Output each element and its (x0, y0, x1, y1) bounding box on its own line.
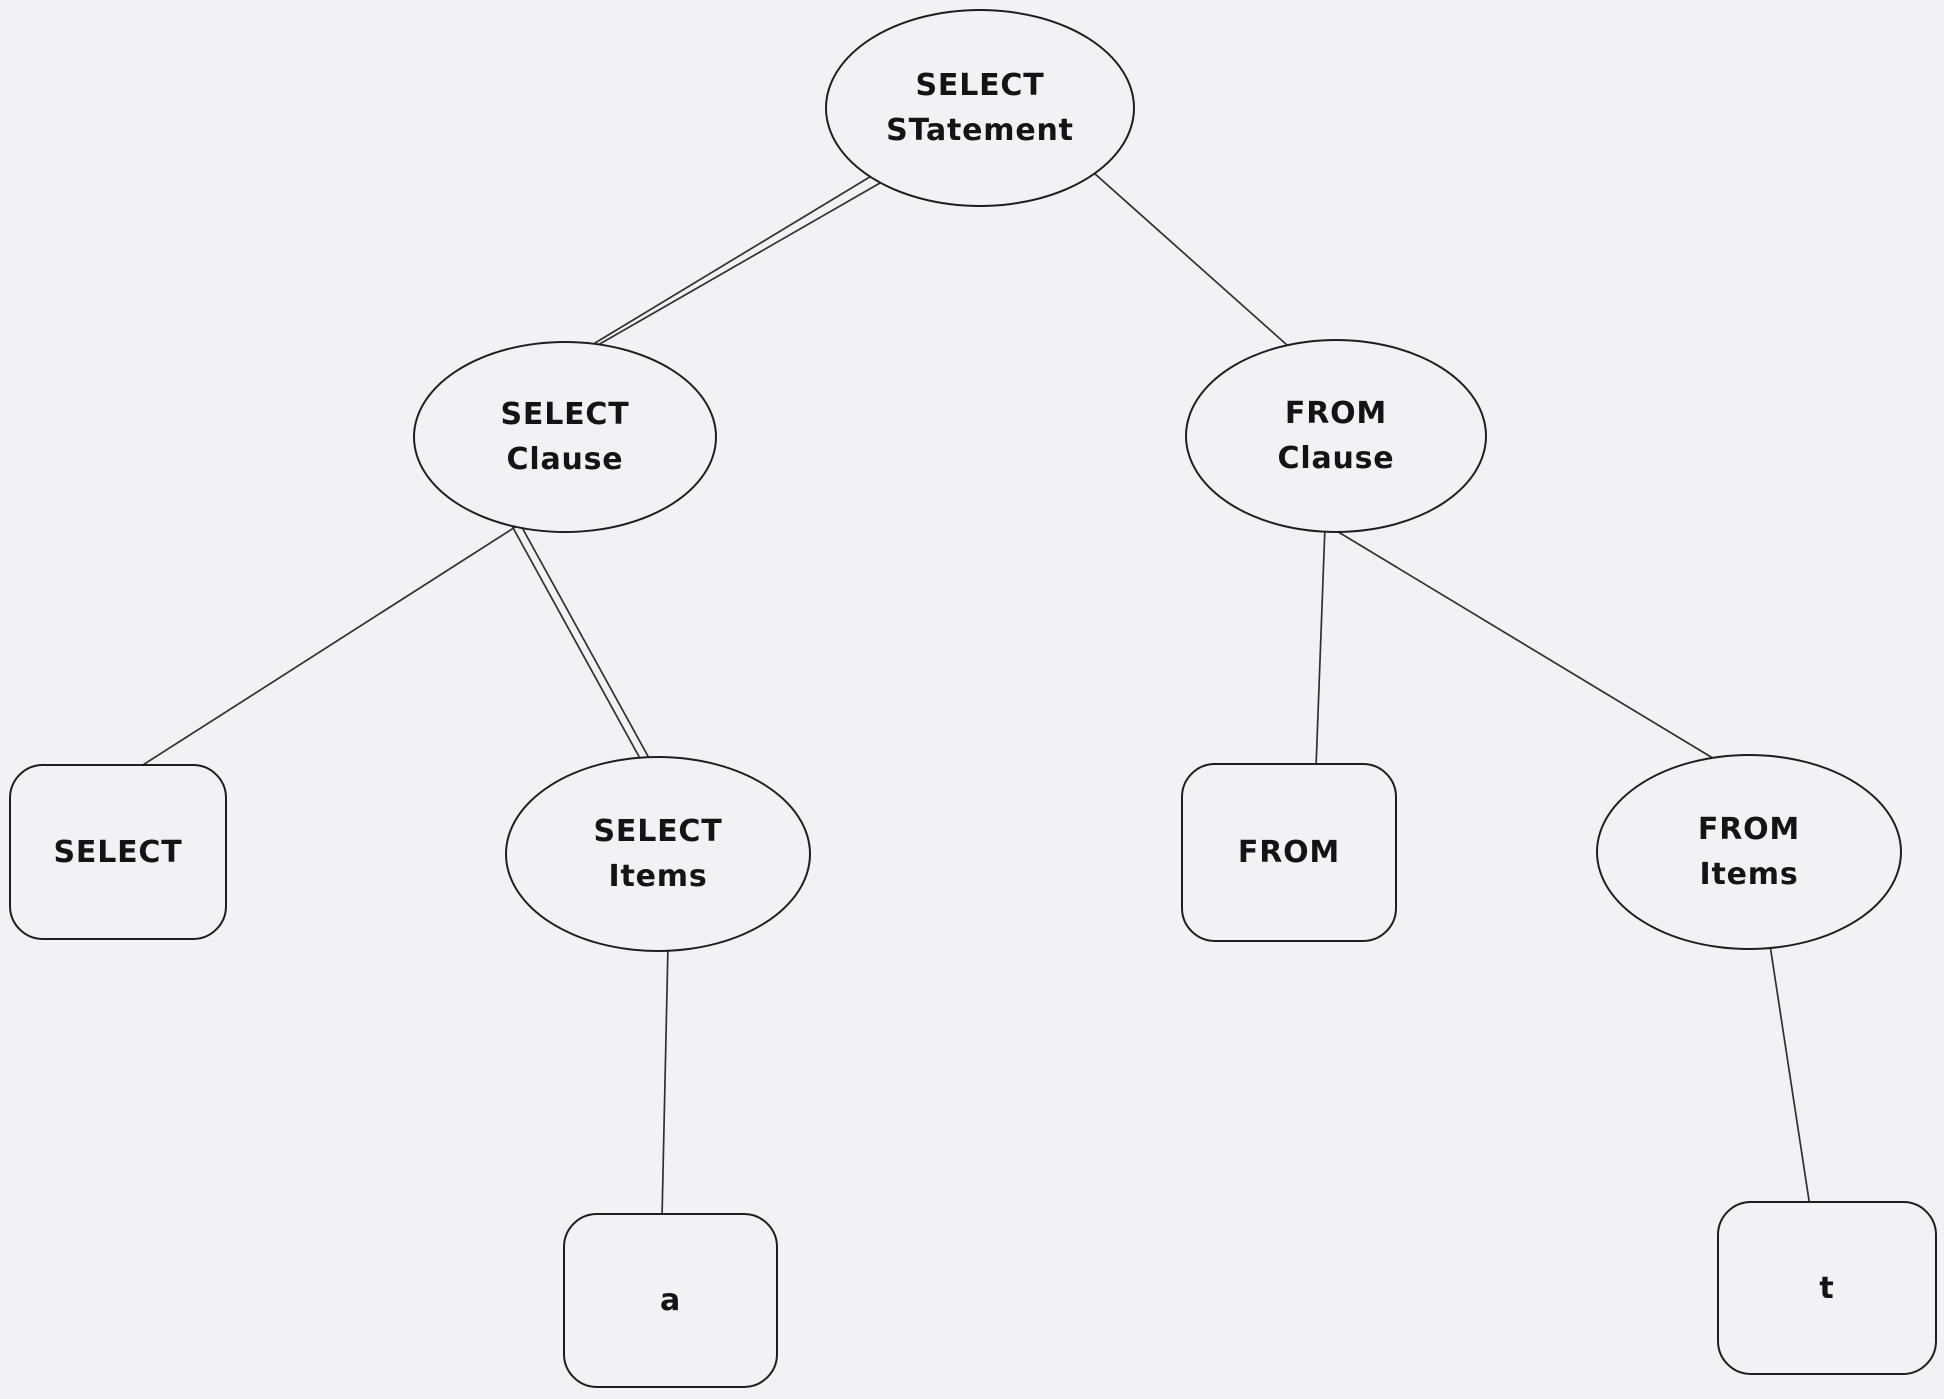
node-label-line: FROM (1697, 812, 1801, 847)
node-select-statement: SELECT STatement (825, 9, 1135, 207)
node-label-line: FROM (1284, 396, 1388, 431)
node-label-line: SELECT (53, 834, 183, 870)
node-label-line: a (659, 1283, 682, 1318)
edge-select-clause-to-select-items (511, 525, 643, 763)
edge-from-items-to-item-t (1769, 944, 1811, 1208)
edge-from-clause-to-from-keyword (1315, 525, 1326, 769)
node-label-line: STatement (886, 113, 1074, 148)
edge-select-items-to-item-a (661, 944, 669, 1219)
node-label-line: SELECT (593, 814, 723, 849)
node-label-line: SELECT (915, 68, 1045, 103)
node-from-clause: FROM Clause (1185, 339, 1487, 533)
node-select-items: SELECT Items (505, 756, 811, 952)
node-select-clause: SELECT Clause (413, 341, 717, 533)
node-label-line: t (1819, 1270, 1835, 1306)
edge-select-statement-to-from-clause (1084, 164, 1288, 346)
edge-select-statement-to-select-clause (594, 171, 879, 344)
edge-from-clause-to-from-items (1329, 526, 1717, 761)
node-from-keyword: FROM (1181, 763, 1397, 942)
node-label-line: Clause (506, 442, 624, 477)
node-label-line: Items (608, 859, 708, 894)
node-label-line: Items (1699, 857, 1799, 892)
node-from-items: FROM Items (1596, 754, 1902, 950)
node-label-line: SELECT (500, 397, 630, 432)
edge-select-clause-to-select-keyword (134, 523, 521, 771)
edge-select-clause-to-select-items-overdraw (518, 521, 650, 759)
node-item-t: t (1717, 1201, 1937, 1375)
node-select-keyword: SELECT (9, 764, 227, 940)
node-label-line: Clause (1277, 441, 1395, 476)
edge-select-statement-to-select-clause-overdraw (597, 178, 888, 346)
node-label-line: FROM (1237, 835, 1341, 870)
node-item-a: a (563, 1213, 778, 1388)
